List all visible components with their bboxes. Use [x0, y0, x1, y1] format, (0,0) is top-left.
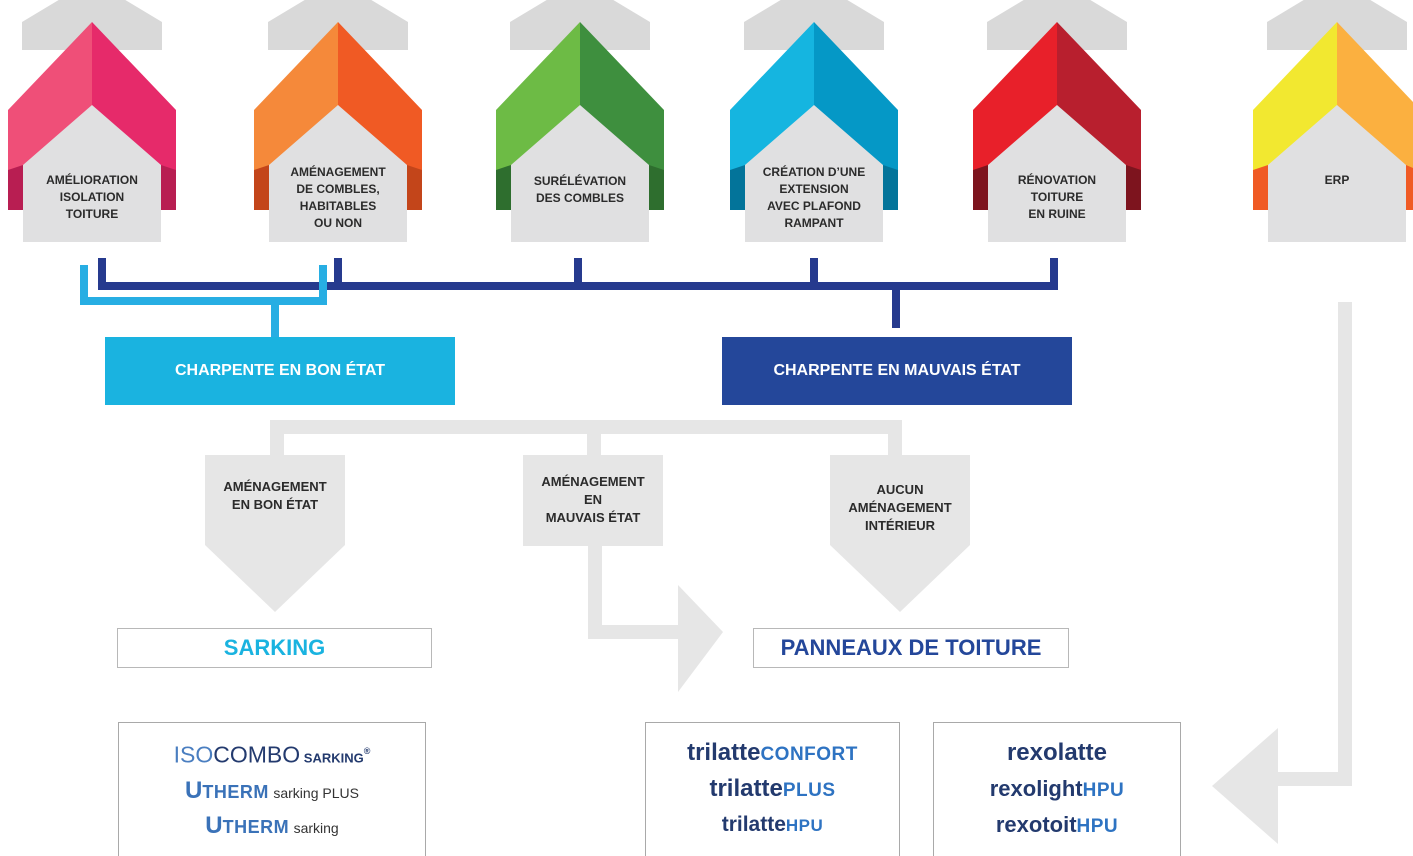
house-label-extension: CRÉATION D’UNE EXTENSION AVEC PLAFOND RA…	[762, 164, 866, 230]
house-amenagement-combles	[254, 0, 422, 242]
house-label-erp: ERP	[1324, 172, 1350, 187]
result-panneaux: PANNEAUX DE TOITURE	[753, 628, 1069, 668]
product-trilatte-confort: trilatteCONFORT	[687, 739, 858, 766]
product-trilatte-hpu: trilatteHPU	[721, 813, 824, 836]
products-trilatte: trilatteCONFORT trilattePLUS trilatteHPU	[645, 722, 900, 856]
step-shape-3	[830, 455, 970, 612]
house-surelevation	[496, 0, 664, 242]
house-renovation	[973, 0, 1141, 242]
product-utherm-plus: UTHERM sarking PLUS	[185, 777, 359, 805]
house-label-surelevation: SURÉLÉVATION DES COMBLES	[533, 174, 627, 205]
house-label-amenagement: AMÉNAGEMENT DE COMBLES, HABITABLES OU NO…	[290, 164, 386, 230]
house-label-renovation: RÉNOVATION TOITURE EN RUINE	[1017, 173, 1097, 221]
step-label-mauvais-etat: AMÉNAGEMENT EN MAUVAIS ÉTAT	[541, 474, 645, 525]
product-rexolight-hpu: rexolightHPU	[989, 775, 1125, 801]
product-utherm: UTHERM sarking	[205, 812, 339, 840]
result-sarking: SARKING	[117, 628, 432, 668]
products-rexo: rexolatte rexolightHPU rexotoitHPU	[933, 722, 1181, 856]
house-label-amelioration: AMÉLIORATION ISOLATION TOITURE	[46, 173, 138, 221]
products-sarking: ISOCOMBO SARKING® UTHERM sarking PLUS UT…	[118, 722, 426, 856]
step-label-bon-etat: AMÉNAGEMENT EN BON ÉTAT	[223, 479, 327, 512]
product-trilatte-plus: trilattePLUS	[709, 775, 836, 802]
state-good: CHARPENTE EN BON ÉTAT	[105, 337, 455, 405]
product-isocombo: ISOCOMBO SARKING®	[173, 741, 371, 768]
step-shape-2	[523, 455, 663, 546]
navy-connector	[98, 258, 1058, 328]
light-blue-connector	[80, 265, 327, 337]
grey-connector	[205, 302, 1352, 844]
product-rexotoit-hpu: rexotoitHPU	[995, 811, 1119, 837]
step-label-aucun: AUCUN AMÉNAGEMENT INTÉRIEUR	[848, 482, 952, 533]
state-bad: CHARPENTE EN MAUVAIS ÉTAT	[722, 337, 1072, 405]
house-erp	[1253, 0, 1413, 242]
step-shape-1	[205, 455, 345, 612]
product-rexolatte: rexolatte	[1006, 738, 1108, 766]
house-amelioration-isolation	[8, 0, 176, 242]
house-extension	[730, 0, 898, 242]
